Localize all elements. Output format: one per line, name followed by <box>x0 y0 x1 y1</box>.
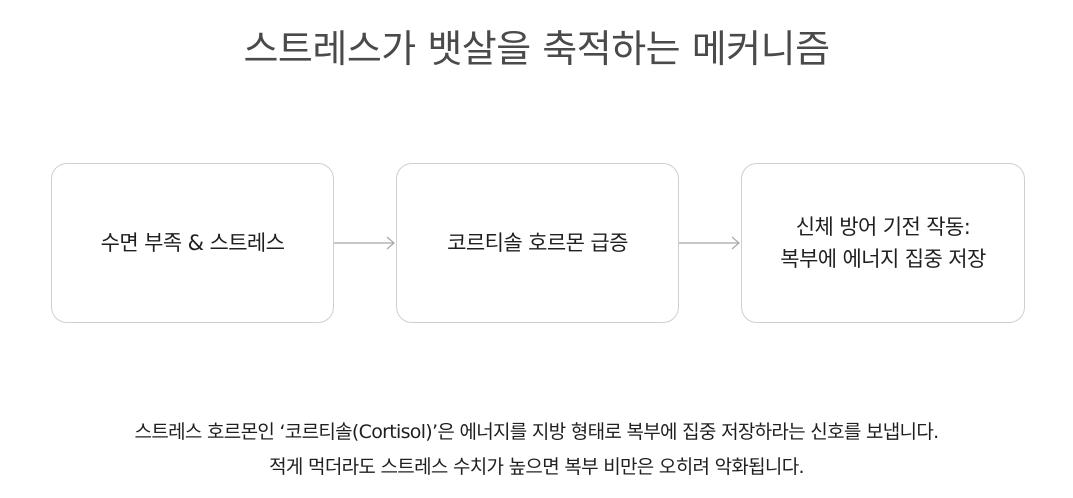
step-label-line-1: 신체 방어 기전 작동: <box>795 215 971 239</box>
step-box-fat-storage: 신체 방어 기전 작동: 복부에 에너지 집중 저장 <box>741 163 1025 323</box>
step-label: 코르티솔 호르몬 급증 <box>447 231 628 255</box>
flow-arrow-icon <box>334 236 395 250</box>
step-label: 수면 부족 & 스트레스 <box>100 231 285 255</box>
step-box-cortisol-surge: 코르티솔 호르몬 급증 <box>396 163 679 323</box>
step-label-line-2: 복부에 에너지 집중 저장 <box>780 247 986 271</box>
diagram-title: 스트레스가 뱃살을 축적하는 메커니즘 <box>243 27 830 71</box>
caption-line-2: 적게 먹더라도 스트레스 수치가 높으면 복부 비만은 오히려 악화됩니다. <box>269 456 804 478</box>
flow-arrow-icon <box>679 236 740 250</box>
step-box-sleep-stress: 수면 부족 & 스트레스 <box>51 163 334 323</box>
caption-line-1: 스트레스 호르몬인 ‘코르티솔(Cortisol)’은 에너지를 지방 형태로 … <box>134 421 940 443</box>
